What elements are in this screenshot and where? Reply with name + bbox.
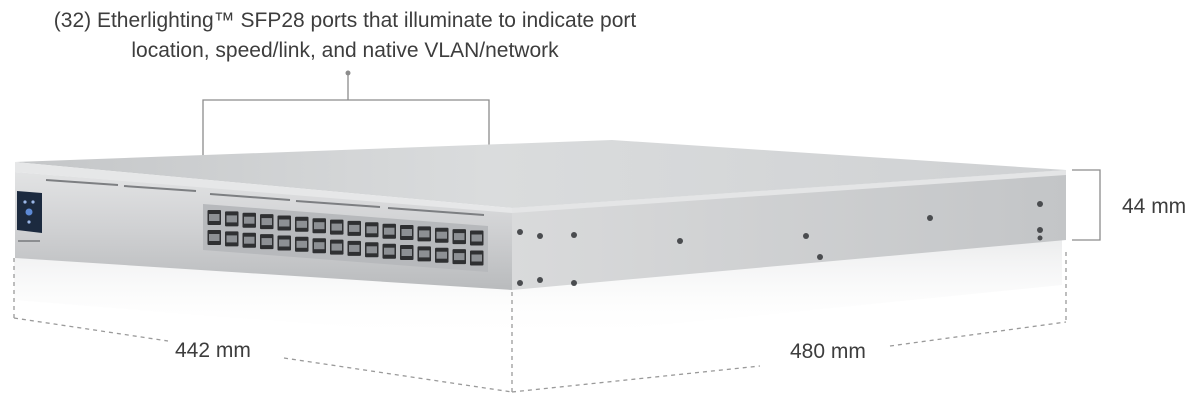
height-dimension-label: 44 mm — [1122, 195, 1187, 218]
screw — [817, 254, 823, 260]
sfp28-port-cage — [384, 227, 395, 235]
screw — [537, 277, 543, 283]
sfp28-port-cage — [436, 251, 447, 259]
sfp28-port-cage — [384, 247, 395, 255]
sfp28-port-cluster — [203, 204, 488, 272]
screw — [1037, 201, 1043, 207]
sfp28-port-cage — [296, 240, 307, 248]
sfp28-port-cage — [419, 250, 430, 258]
screw — [803, 233, 809, 239]
port-cluster-frame — [203, 204, 488, 272]
sfp28-port-cage — [244, 236, 255, 244]
sfp28-port-cage — [314, 222, 325, 230]
sfp28-port-cage — [349, 224, 360, 232]
sfp28-port-cage — [366, 246, 377, 254]
screw — [677, 238, 683, 244]
sfp28-port-cage — [314, 242, 325, 250]
front-vent-slots — [45, 179, 485, 216]
sfp28-port-cage — [226, 235, 237, 243]
screw — [517, 229, 523, 235]
callout-pointer-dot — [345, 70, 351, 76]
sfp28-port-cage — [209, 214, 220, 221]
sfp28-port-cage — [261, 238, 272, 246]
sfp28-port-cage — [244, 216, 255, 224]
screw — [571, 232, 577, 238]
sfp28-port-cage — [349, 244, 360, 252]
sfp28-port-cage — [279, 239, 290, 247]
sfp28-port-cage — [436, 231, 447, 239]
ports-callout: (32) Etherlighting™ SFP28 ports that ill… — [0, 6, 690, 66]
sfp28-port-cage — [401, 229, 412, 236]
touch-display — [17, 191, 42, 242]
side-top-bevel — [512, 170, 1066, 213]
sfp28-port-cage — [454, 233, 465, 241]
side-screws — [517, 201, 1043, 286]
sfp28-port-cage — [419, 230, 430, 238]
screw — [1037, 227, 1043, 233]
sfp28-port-cage — [331, 243, 342, 251]
sfp28-port-cage — [209, 234, 220, 241]
front-top-bevel — [15, 162, 512, 213]
callout-line-2: location, speed/link, and native VLAN/ne… — [131, 39, 559, 62]
sfp28-port-cage — [226, 215, 237, 223]
depth-dimension-label: 480 mm — [790, 340, 866, 363]
sfp28-port-cage — [366, 226, 377, 234]
sfp28-port-cage — [401, 249, 412, 256]
screw — [927, 215, 933, 221]
depth-dimension-line — [511, 252, 1067, 393]
screw — [517, 280, 523, 286]
screw — [537, 233, 543, 239]
sfp28-port-cage — [454, 253, 465, 261]
width-dimension-line — [13, 258, 513, 393]
sfp28-port-cage — [296, 220, 307, 228]
sfp28-port-cage — [279, 219, 290, 227]
sfp28-port-cage — [471, 234, 482, 242]
screw — [571, 280, 577, 286]
sfp28-port-cage — [261, 218, 272, 226]
sfp28-port-cage — [331, 223, 342, 231]
height-dimension-bracket — [1072, 169, 1101, 241]
floor-reflection — [14, 240, 1062, 340]
sfp28-port-cage — [471, 254, 482, 262]
width-dimension-label: 442 mm — [175, 339, 251, 362]
screw — [1037, 235, 1043, 241]
switch-top-surface — [15, 140, 1066, 208]
callout-line-1: (32) Etherlighting™ SFP28 ports that ill… — [53, 9, 637, 32]
